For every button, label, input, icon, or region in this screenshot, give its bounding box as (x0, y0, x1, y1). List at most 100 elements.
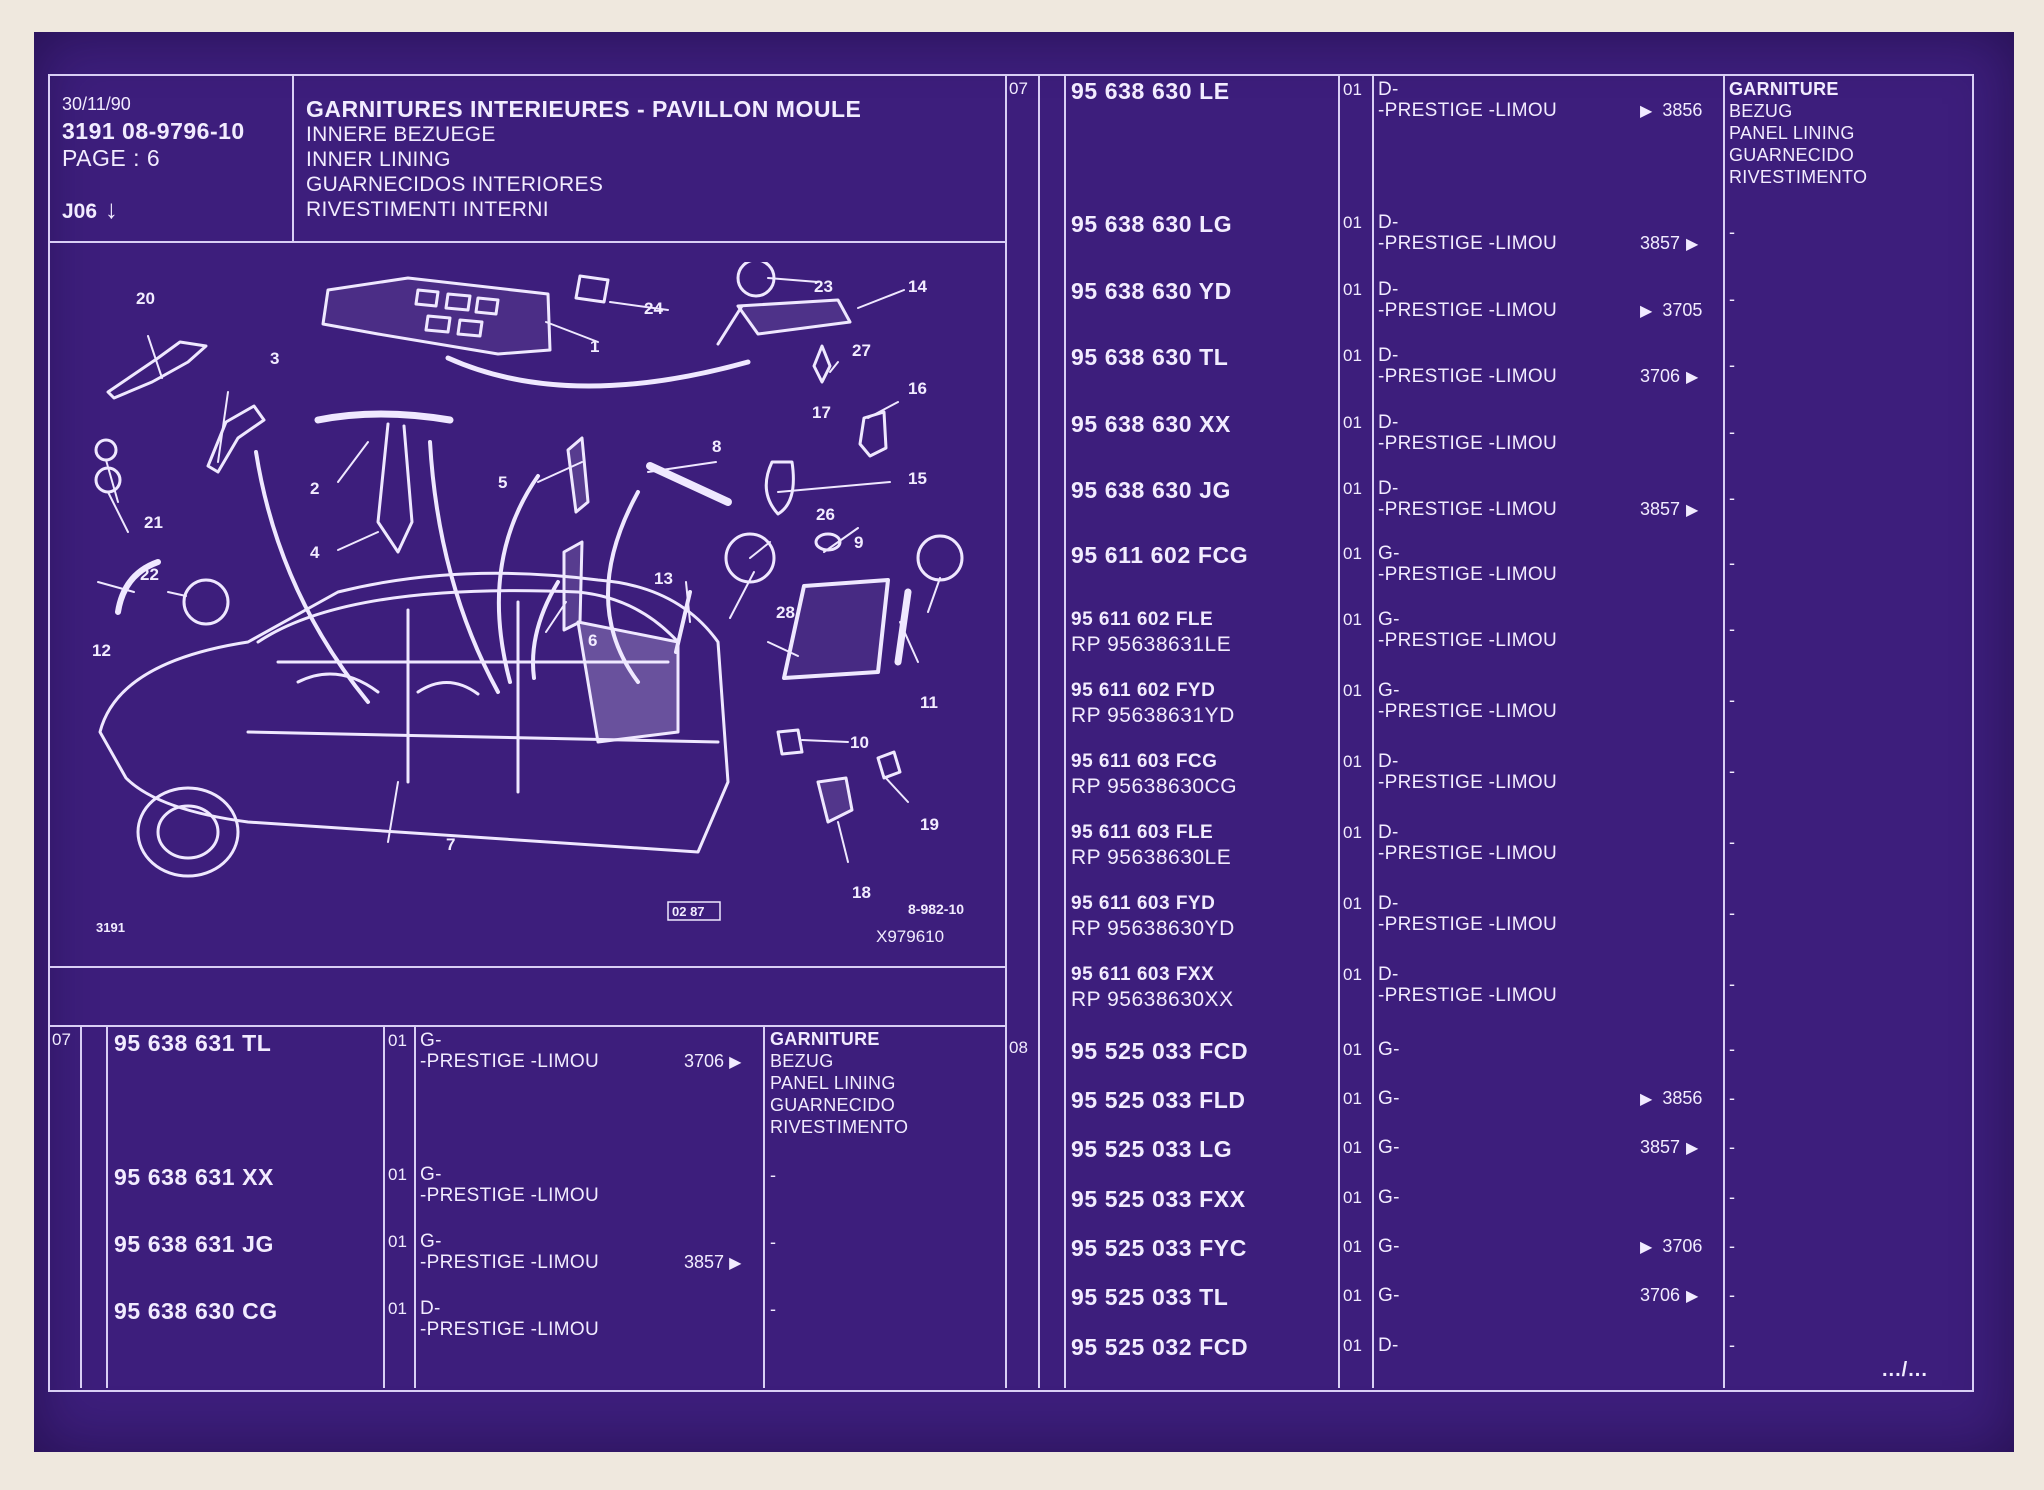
label-24: 24 (644, 299, 663, 318)
ref-code-value: 3857 (1640, 1137, 1681, 1157)
continued-marker: .../... (1882, 1359, 1928, 1381)
side-code: D- (420, 1298, 441, 1319)
microfiche-sheet (34, 32, 2014, 1452)
quantity: 01 (388, 1299, 407, 1318)
dash-marker: - (770, 1232, 777, 1252)
dash-marker: - (1729, 553, 1736, 573)
label-21: 21 (144, 513, 163, 532)
description: -PRESTIGE -LIMOU (1378, 100, 1557, 121)
label-3: 3 (270, 349, 279, 368)
part-number: 95 525 033 TL (1071, 1284, 1229, 1310)
page-frame (48, 74, 1974, 1392)
label-9: 9 (854, 533, 863, 552)
reference-code: 3857 ▶ (1640, 1138, 1698, 1157)
label-7: 7 (446, 835, 455, 854)
part-number: 95 525 032 FCD (1071, 1334, 1249, 1360)
description: -PRESTIGE -LIMOU (1378, 914, 1557, 935)
diagram-labels: 20 3 2 4 21 22 12 24 1 23 14 27 16 17 15… (92, 277, 964, 942)
part-11-detail-circle (916, 534, 964, 582)
rule-left-panel-right (1005, 74, 1007, 1388)
side-code: G- (1378, 1088, 1400, 1109)
rule-left-col-desc (763, 1025, 765, 1388)
description: -PRESTIGE -LIMOU (1378, 233, 1557, 254)
reference-code: 3857▶ (1640, 500, 1698, 519)
description: -PRESTIGE -LIMOU (420, 1185, 599, 1206)
part-number: 95 525 033 FLD (1071, 1087, 1246, 1113)
part-number: 95 525 033 FYC (1071, 1235, 1247, 1261)
label-6: 6 (588, 631, 597, 650)
label-15: 15 (908, 469, 927, 488)
part-number: 95 611 603 FLE (1071, 822, 1214, 843)
side-code: D- (1378, 79, 1399, 100)
play-triangle-icon: ▶ (1686, 1288, 1699, 1305)
label-8: 8 (712, 437, 721, 456)
side-code: D- (1378, 279, 1399, 300)
car-dash-interior (296, 672, 480, 696)
quantity: 01 (1343, 1138, 1362, 1157)
subtitle-it: RIVESTIMENTI INTERNI (306, 198, 549, 221)
trim-curve-c (496, 474, 540, 684)
ref-code-value: 3706 (684, 1051, 725, 1071)
side-code: G- (1378, 1236, 1400, 1257)
part-number: 95 638 630 JG (1071, 477, 1231, 503)
replacement-reference: RP 95638631LE (1071, 633, 1232, 656)
quantity: 01 (1343, 752, 1362, 771)
header-group: J06 ↓ (62, 196, 118, 222)
dash-marker: - (1729, 488, 1736, 508)
quantity: 01 (1343, 1188, 1362, 1207)
rule-left-col-qty (414, 1025, 416, 1388)
reference-code: ▶3706 (1640, 1237, 1702, 1256)
dash-marker: - (770, 1165, 777, 1185)
name-en: PANEL LINING (770, 1073, 896, 1093)
label-16: 16 (908, 379, 927, 398)
quantity: 01 (1343, 413, 1362, 432)
label-18: 18 (852, 883, 871, 902)
dash-marker: - (1729, 1187, 1736, 1207)
description: -PRESTIGE -LIMOU (1378, 772, 1557, 793)
part-27-clip (812, 344, 832, 384)
diagram-strokes (94, 262, 964, 878)
part-19-piece (876, 750, 902, 780)
play-triangle-icon: ▶ (729, 1255, 742, 1272)
play-triangle-icon: ▶ (1686, 1140, 1699, 1157)
part-number: 95 525 033 LG (1071, 1136, 1233, 1162)
dash-marker: - (1729, 903, 1736, 923)
header-ref: 3191 08-9796-10 (62, 118, 245, 144)
reference-code: ▶3856 (1640, 101, 1702, 120)
roof-lining-panels (414, 288, 500, 338)
play-triangle-icon: ▶ (1686, 236, 1699, 253)
reference-code: 3706 ▶ (684, 1052, 741, 1071)
ref-code-value: 3856 (1662, 100, 1703, 120)
part-number: 95 638 630 YD (1071, 278, 1232, 304)
description: -PRESTIGE -LIMOU (1378, 843, 1557, 864)
side-code: D- (1378, 1335, 1399, 1356)
play-triangle-icon: ▶ (1640, 1239, 1653, 1256)
label-28: 28 (776, 603, 795, 622)
side-code: D- (1378, 964, 1399, 985)
dash-marker: - (1729, 222, 1736, 242)
side-code: G- (1378, 609, 1400, 630)
quantity: 01 (1343, 1089, 1362, 1108)
quantity: 01 (1343, 1336, 1362, 1355)
part-number: 95 611 603 FCG (1071, 751, 1218, 772)
part-12-strip (115, 559, 161, 615)
car-door-line (246, 730, 720, 744)
description: -PRESTIGE -LIMOU (420, 1319, 599, 1340)
dash-marker: - (1729, 289, 1736, 309)
side-code: D- (1378, 478, 1399, 499)
replacement-reference: RP 95638630LE (1071, 846, 1232, 869)
side-code: D- (1378, 751, 1399, 772)
quantity: 01 (1343, 346, 1362, 365)
description: -PRESTIGE -LIMOU (1378, 564, 1557, 585)
dash-marker: - (1729, 1088, 1736, 1108)
quantity: 01 (1343, 80, 1362, 99)
rule-lower-table-top (48, 1025, 1006, 1027)
play-triangle-icon: ▶ (1640, 1091, 1653, 1108)
reference-code: ▶3856 (1640, 1089, 1702, 1108)
reference-code: 3706▶ (1640, 1286, 1698, 1305)
reference-code: 3706▶ (1640, 367, 1698, 386)
part-3-pillar-trim (206, 404, 266, 474)
diagram-ref-code: 8-982-10 (908, 901, 964, 917)
part-8-strip (646, 462, 732, 506)
quantity: 01 (1343, 965, 1362, 984)
